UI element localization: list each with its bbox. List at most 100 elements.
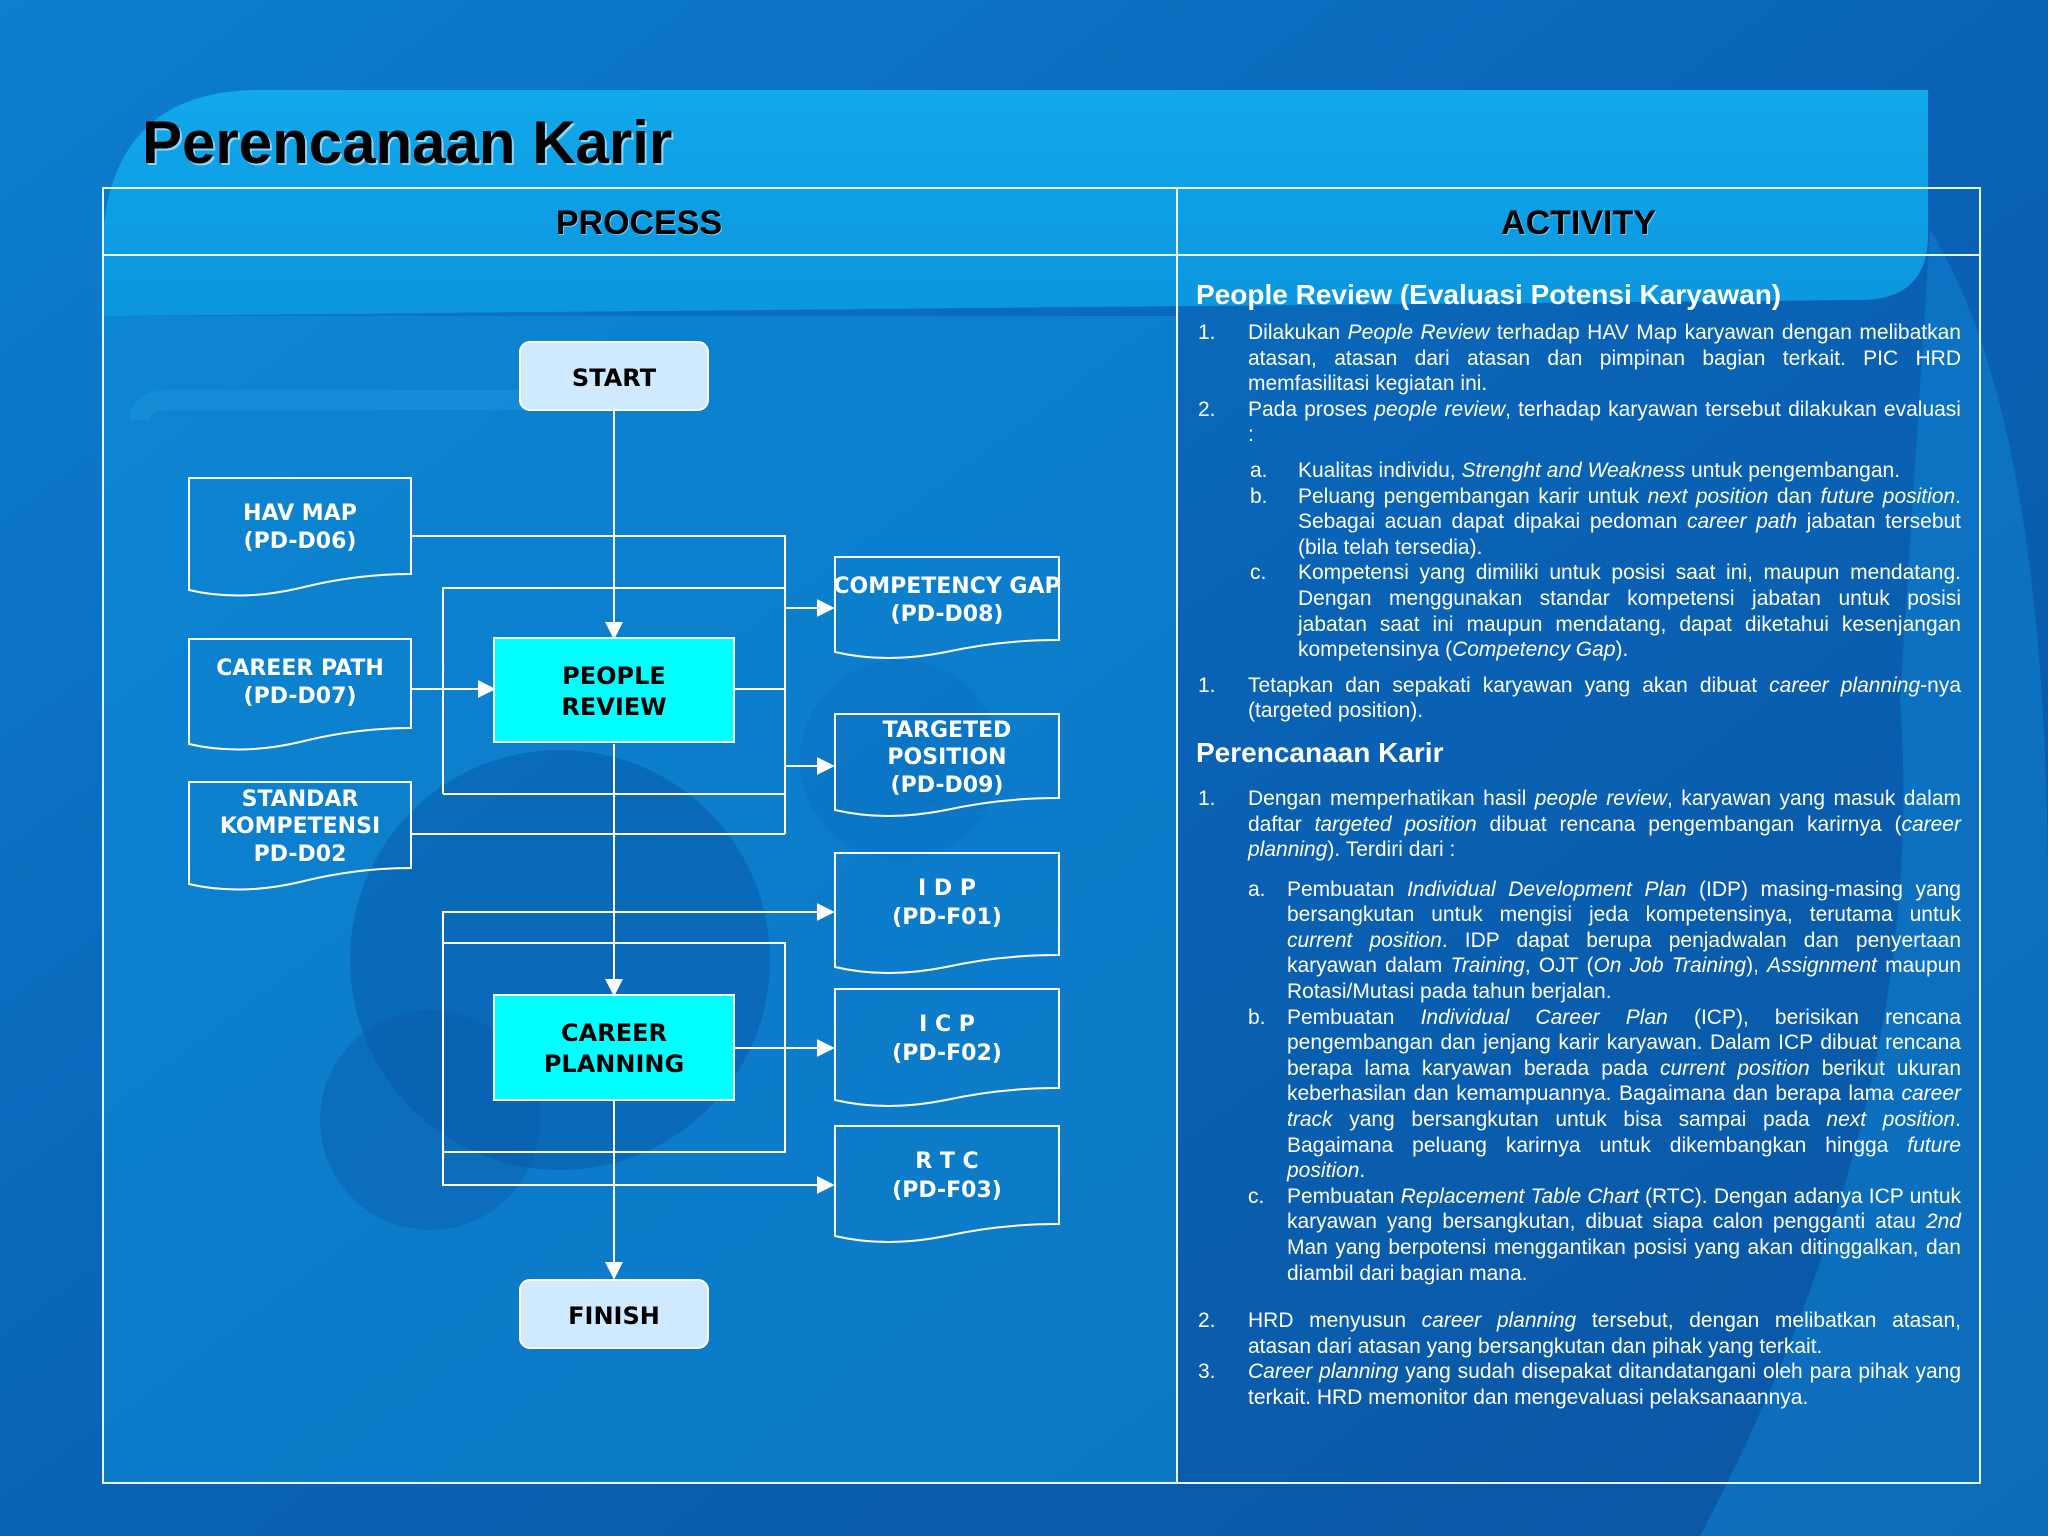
text-run: Kompetensi yang dimiliki untuk posisi sa…: [1298, 561, 1961, 662]
list-item: b.Pembuatan Individual Career Plan (ICP)…: [1248, 1005, 1962, 1183]
list-item-text: Pembuatan Replacement Table Chart (RTC).…: [1287, 1185, 1961, 1285]
emphasis-text: Training: [1450, 954, 1525, 978]
emphasis-text: Replacement Table Chart: [1400, 1184, 1639, 1208]
rtc-line-2: (PD-F03): [892, 1178, 1002, 1203]
text-run: ).: [1615, 638, 1629, 662]
emphasis-text: people review: [1374, 397, 1506, 421]
icp-line-2: (PD-F02): [892, 1041, 1002, 1066]
activity-column-header: ACTIVITY: [1501, 204, 1656, 242]
text-run: ). Terdiri dari :: [1327, 838, 1456, 862]
targeted-position-line-2: POSITION: [887, 745, 1006, 770]
people-review-sublist: a.Kualitas individu, Strenght and Weakne…: [1186, 458, 1961, 663]
list-item: 2.Pada proses people review, terhadap ka…: [1198, 397, 1961, 447]
text-run: Tetapkan dan sepakati karyawan yang akan…: [1248, 673, 1770, 697]
list-item-text: Pada proses people review, terhadap kary…: [1248, 398, 1961, 447]
standar-kompetensi-line-1: STANDAR: [242, 787, 359, 812]
doc-rtc: R T C (PD-F03): [834, 1125, 1060, 1243]
text-run: terhadap HAV Map karyawan dengan melibat…: [1248, 321, 1961, 396]
targeted-position-line-3: (PD-D09): [891, 773, 1004, 798]
text-run: Dengan memperhatikan hasil: [1248, 786, 1535, 810]
list-item-text: Kualitas individu, Strenght and Weakness…: [1298, 459, 1900, 482]
text-run: , terhadap karyawan tersebut dilakukan e…: [1248, 397, 1961, 447]
start-terminal: START: [519, 341, 709, 411]
text-run: ),: [1746, 954, 1768, 978]
text-run: Pada proses: [1248, 397, 1375, 421]
list-item-text: HRD menyusun career planning tersebut, d…: [1248, 1309, 1961, 1358]
list-item-text: Career planning yang sudah disepakat dit…: [1248, 1360, 1961, 1409]
people-review-heading: People Review (Evaluasi Potensi Karyawan…: [1196, 279, 1782, 310]
emphasis-text: Competency Gap: [1452, 638, 1616, 662]
people-review-line-2: REVIEW: [561, 693, 666, 721]
slide-title: Perencanaan Karir: [142, 109, 673, 176]
standar-kompetensi-line-3: PD-D02: [254, 842, 347, 867]
list-item: c.Kompetensi yang dimiliki untuk posisi …: [1250, 561, 1961, 662]
table-header-divider: [102, 254, 1981, 256]
emphasis-text: future position: [1287, 1133, 1961, 1183]
text-run: berikut ukuran keberhasilan dan kemampua…: [1287, 1056, 1962, 1106]
people-review-final-list: 1.Tetapkan dan sepakati karyawan yang ak…: [1186, 673, 1961, 724]
text-run: yang sudah disepakat ditandatangani oleh…: [1248, 1360, 1962, 1409]
list-item-text: Peluang pengembangan karir untuk next po…: [1298, 485, 1961, 559]
rtc-line-1: R T C: [915, 1149, 978, 1174]
emphasis-text: Assignment: [1767, 954, 1877, 978]
text-run: . Sebagai acuan dapat dipakai pedoman: [1298, 484, 1961, 534]
hav-map-line-1: HAV MAP: [243, 501, 357, 526]
doc-hav-map: HAV MAP (PD-D06): [188, 477, 412, 597]
emphasis-text: future position: [1820, 484, 1956, 508]
perencanaan-list: 1.Dengan memperhatikan hasil people revi…: [1186, 786, 1961, 863]
text-run: tersebut, dengan melibatkan atasan, atas…: [1248, 1309, 1961, 1358]
doc-standar-kompetensi: STANDAR KOMPETENSI PD-D02: [188, 781, 412, 891]
doc-targeted-position: TARGETED POSITION (PD-D09): [834, 713, 1060, 817]
people-review-list: 1.Dilakukan People Review terhadap HAV M…: [1186, 320, 1961, 448]
doc-icp: I C P (PD-F02): [834, 988, 1060, 1107]
text-run: dan: [1768, 484, 1821, 508]
emphasis-text: people review: [1534, 786, 1667, 810]
loop-around-career-planning: [442, 942, 786, 1153]
emphasis-text: On Job Training: [1593, 954, 1747, 978]
emphasis-text: next position: [1647, 484, 1769, 508]
list-item-text: Tetapkan dan sepakati karyawan yang akan…: [1248, 674, 1961, 723]
text-run: . Bagaimana peluang karirnya untuk dikem…: [1287, 1108, 1961, 1157]
flow-connectors: [411, 410, 835, 1280]
start-label: START: [572, 364, 657, 392]
perencanaan-heading: Perencanaan Karir: [1196, 736, 1444, 768]
text-run: (ICP), berisikan rencana pengembangan da…: [1287, 1005, 1962, 1080]
text-run: , OJT (: [1524, 954, 1594, 978]
list-item: a.Kualitas individu, Strenght and Weakne…: [1250, 458, 1901, 482]
list-item: 2.HRD menyusun career planning tersebut,…: [1198, 1309, 1961, 1358]
icp-line-1: I C P: [919, 1012, 975, 1037]
list-item: 3.Career planning yang sudah disepakat d…: [1198, 1360, 1962, 1409]
emphasis-text: Career planning: [1248, 1360, 1399, 1384]
emphasis-text: Strenght and Weakness: [1461, 458, 1686, 482]
text-run: maupun Rotasi/Mutasi pada tahun berjalan…: [1287, 954, 1961, 1004]
emphasis-text: career planning: [1248, 812, 1961, 862]
targeted-position-line-1: TARGETED: [883, 718, 1012, 743]
process-activity-table: [102, 187, 1981, 1484]
emphasis-text: Individual Development Plan: [1406, 877, 1687, 901]
standar-kompetensi-line-2: KOMPETENSI: [220, 814, 380, 839]
perencanaan-followup-list: 2.HRD menyusun career planning tersebut,…: [1186, 1308, 1961, 1410]
text-run: yang bersangkutan untuk bisa sampai pada: [1332, 1108, 1827, 1132]
text-run: jabatan tersebut (bila telah tersedia).: [1298, 510, 1962, 559]
arrow-idp: [442, 903, 835, 943]
emphasis-text: targeted position: [1314, 812, 1477, 836]
emphasis-text: current position: [1287, 928, 1442, 952]
text-run: Dilakukan: [1248, 321, 1348, 344]
list-item-text: Pembuatan Individual Development Plan (I…: [1287, 878, 1961, 1003]
list-item: b.Peluang pengembangan karir untuk next …: [1250, 484, 1962, 559]
text-run: dibuat rencana pengembangan karirnya (: [1476, 812, 1902, 836]
text-run: Pembuatan: [1287, 1005, 1421, 1029]
text-run: Kualitas individu,: [1298, 458, 1462, 482]
career-path-line-1: CAREER PATH: [216, 656, 384, 681]
text-run: (RTC). Dengan adanya ICP untuk karyawan …: [1287, 1184, 1961, 1234]
doc-competency-gap: COMPETENCY GAP (PD-D08): [833, 556, 1061, 659]
text-run: .: [1359, 1159, 1366, 1183]
emphasis-text: Individual Career Plan: [1420, 1005, 1668, 1029]
emphasis-text: career planning: [1769, 673, 1921, 697]
people-review-line-1: PEOPLE: [562, 662, 666, 690]
text-run: (IDP) masing-masing yang bersangkutan un…: [1287, 877, 1961, 927]
emphasis-text: 2nd: [1925, 1210, 1961, 1234]
list-item-text: Kompetensi yang dimiliki untuk posisi sa…: [1298, 561, 1961, 661]
